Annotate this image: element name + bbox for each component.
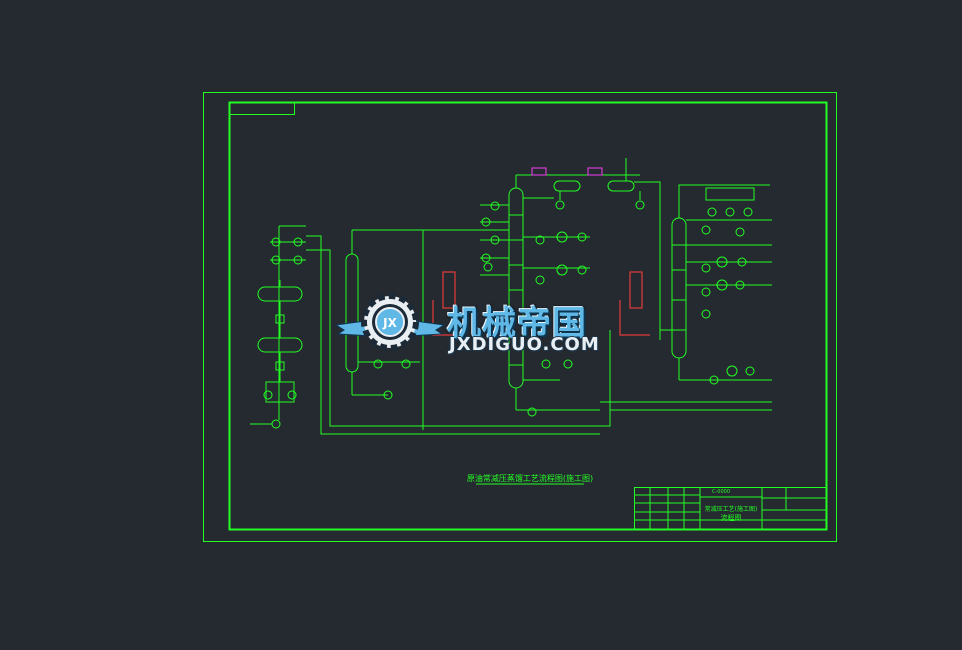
watermark-name-en: JXDIGUO.COM bbox=[449, 334, 600, 355]
drawing-title: 原油常减压蒸馏工艺流程图(施工图) bbox=[467, 473, 593, 483]
watermark-name-cn: 机械帝国 bbox=[447, 304, 587, 344]
title-block-drawing-no: C-0000 bbox=[712, 489, 730, 495]
drawing-inner-border bbox=[228, 101, 828, 531]
emblem-text: JX bbox=[382, 316, 397, 330]
corner-label-box bbox=[229, 102, 295, 115]
watermark-emblem: JX bbox=[334, 293, 446, 351]
left-unit bbox=[250, 225, 611, 435]
title-block-drawing-name: 常减压工艺(施工图) bbox=[705, 505, 758, 513]
drawing-title-group: 原油常减压蒸馏工艺流程图(施工图) bbox=[467, 473, 593, 485]
vacuum-tower bbox=[600, 184, 772, 411]
atmospheric-tower bbox=[358, 158, 661, 417]
drawing-outer-border bbox=[203, 92, 837, 542]
title-block-drawing-type: 流程图 bbox=[721, 513, 742, 522]
title-block bbox=[634, 487, 827, 530]
